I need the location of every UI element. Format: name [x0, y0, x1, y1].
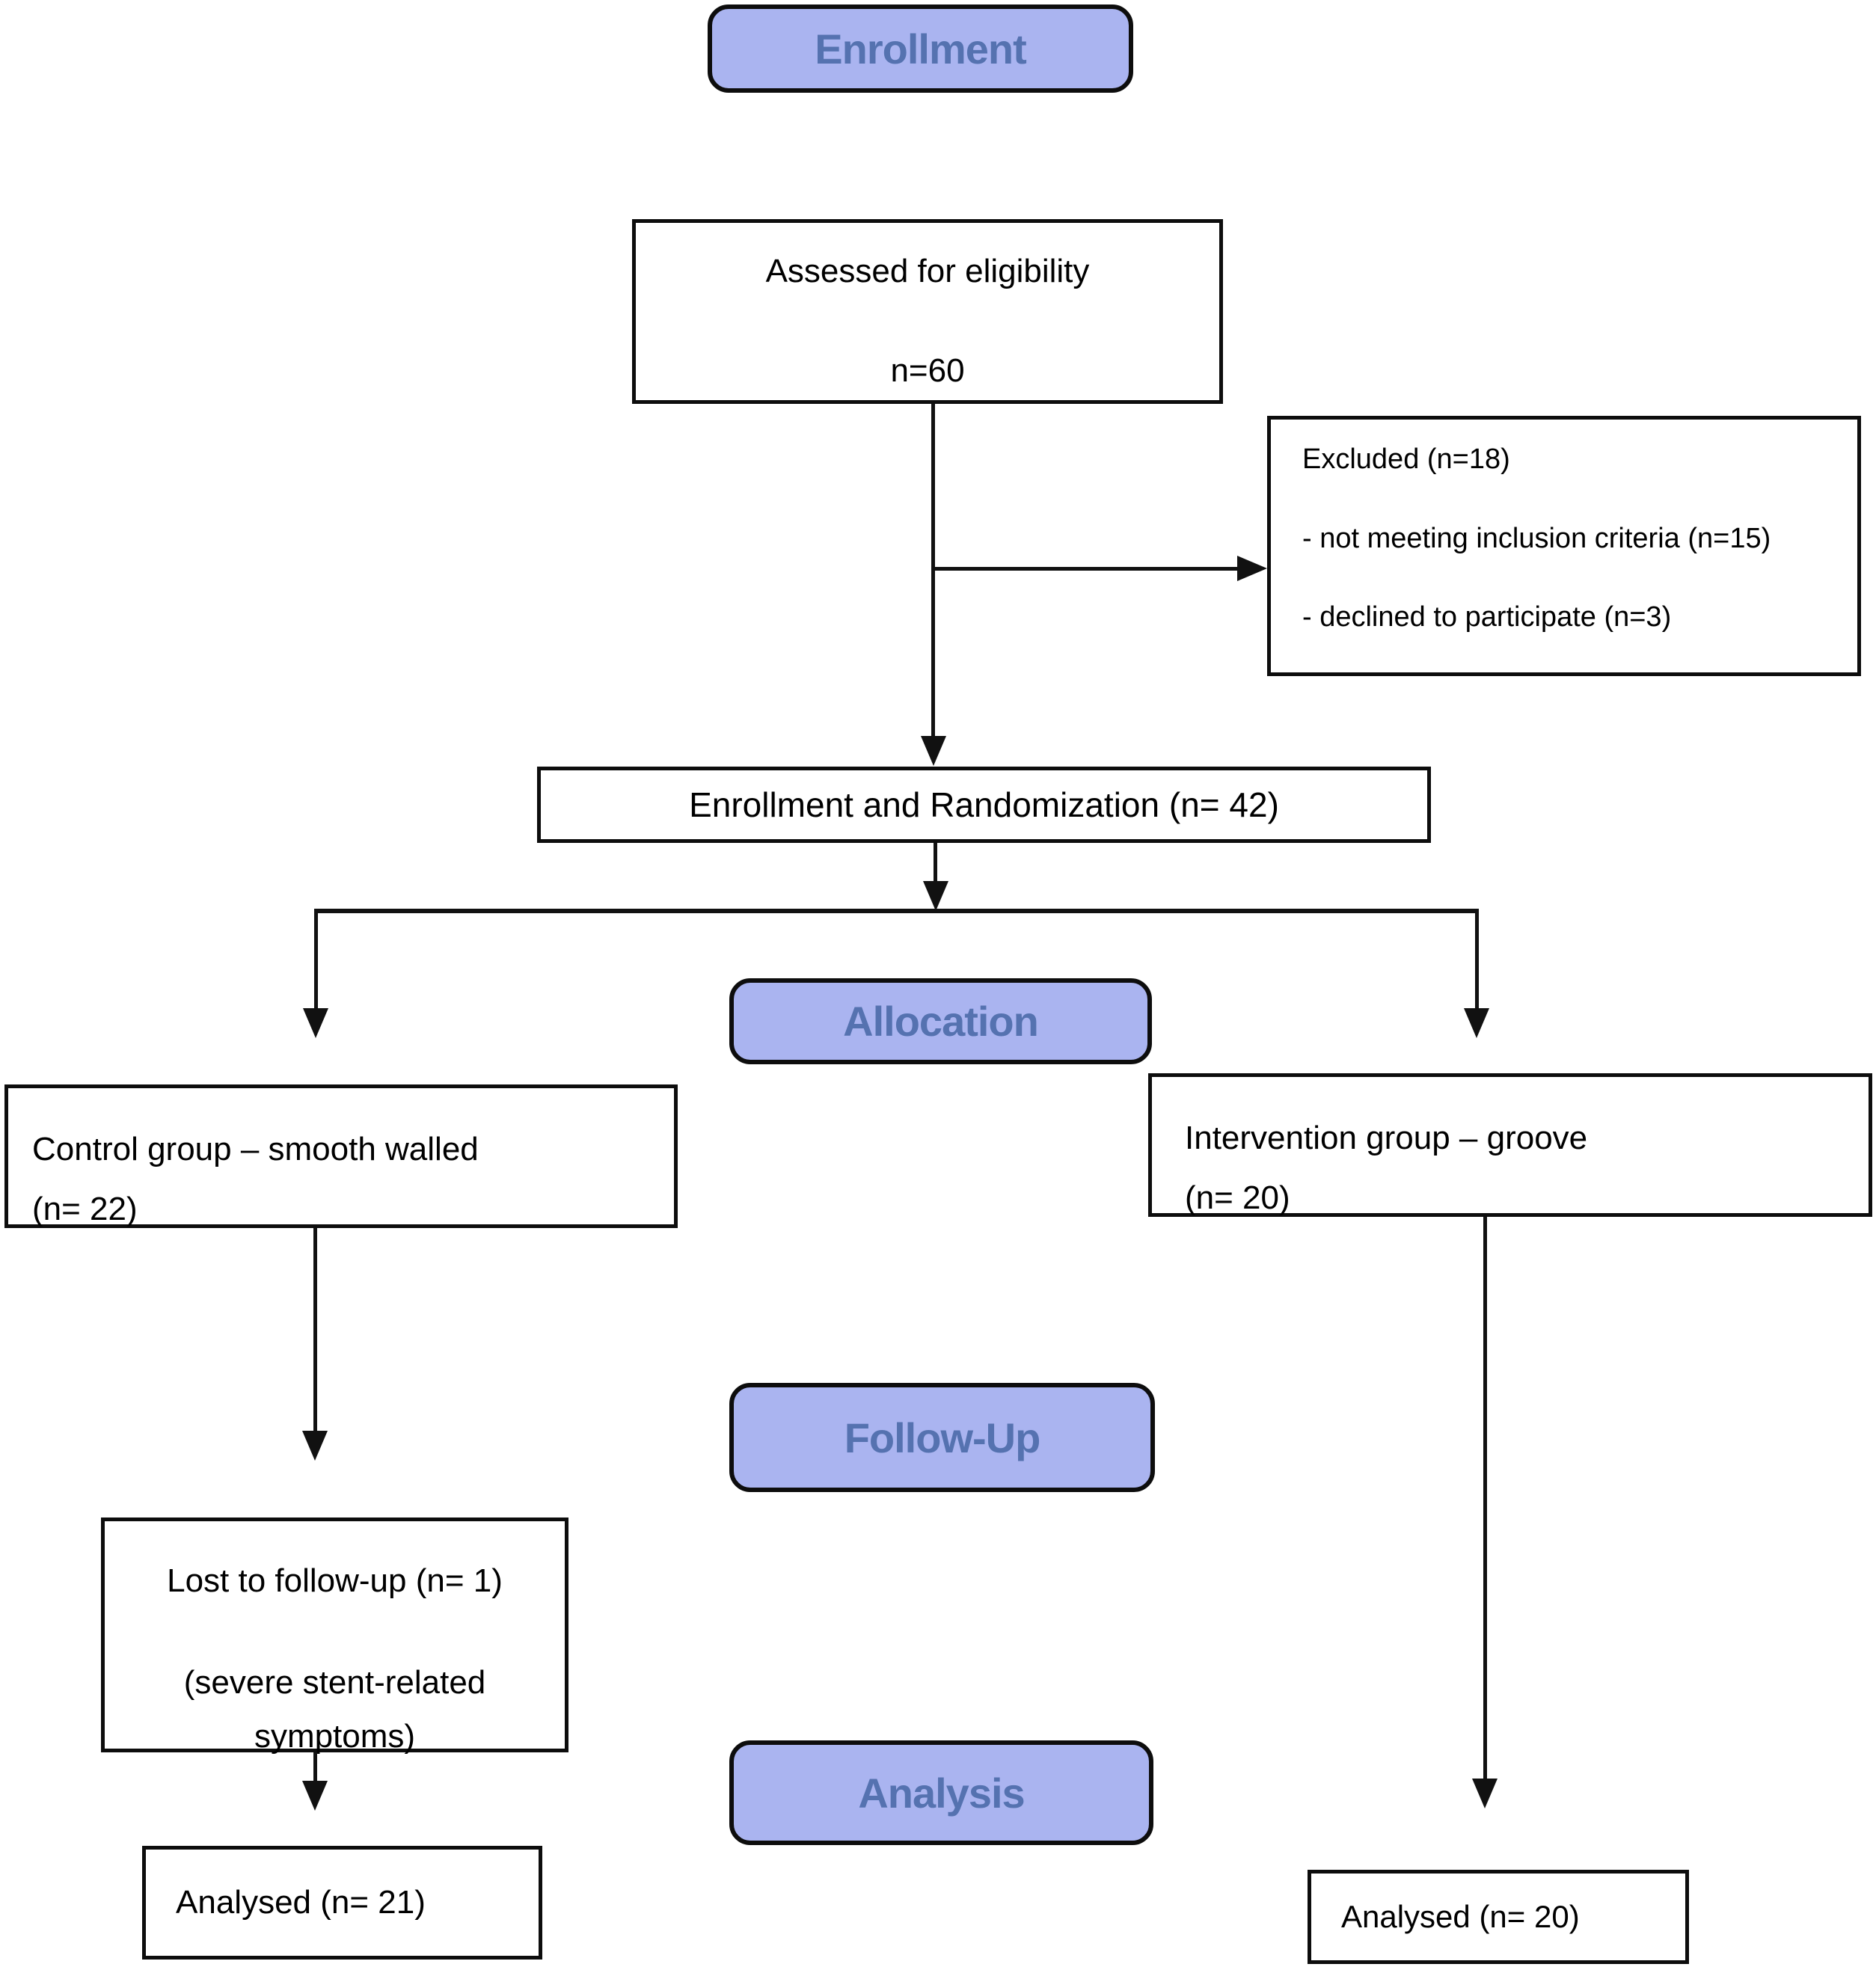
arrow-assessed-to-excluded-head [1237, 556, 1267, 581]
intervention-group-text: Intervention group – groove [1185, 1120, 1588, 1156]
arrow-lost-to-analysed-head [302, 1781, 328, 1811]
excluded-reason-inclusion: - not meeting inclusion criteria (n=15) [1302, 522, 1771, 554]
assessed-text: Assessed for eligibility [765, 253, 1090, 289]
arrow-lost-to-analysed-line [313, 1752, 317, 1781]
lost-to-followup-reason-line1: (severe stent-related [183, 1664, 486, 1701]
analysis-phase-label: Analysis [858, 1769, 1025, 1817]
control-group-count: (n= 22) [32, 1191, 138, 1227]
assessed-for-eligibility-box: Assessed for eligibility n=60 [632, 219, 1223, 404]
arrow-assessed-to-randomization-head [921, 736, 946, 766]
assessed-count: n=60 [890, 352, 965, 389]
intervention-group-count: (n= 20) [1185, 1179, 1290, 1216]
arrow-intervention-to-analysed-line [1483, 1217, 1487, 1779]
enrollment-phase-label: Enrollment [815, 25, 1026, 73]
follow-up-phase-label: Follow-Up [844, 1414, 1041, 1461]
arrow-branch-to-control-line [314, 909, 318, 1008]
allocation-phase-label: Allocation [843, 998, 1039, 1045]
randomization-box: Enrollment and Randomization (n= 42) [537, 767, 1431, 843]
excluded-box: Excluded (n=18) - not meeting inclusion … [1267, 416, 1861, 676]
arrow-branch-to-intervention-line [1475, 909, 1479, 1008]
lost-to-followup-box: Lost to follow-up (n= 1) (severe stent-r… [101, 1518, 568, 1755]
arrow-control-to-lost-head [302, 1431, 328, 1461]
enrollment-phase-banner: Enrollment [708, 4, 1133, 93]
arrow-assessed-to-excluded-line [931, 567, 1239, 571]
arrow-branch-to-intervention-head [1464, 1008, 1489, 1038]
analysed-control-text: Analysed (n= 21) [176, 1883, 426, 1921]
follow-up-phase-banner: Follow-Up [729, 1383, 1155, 1492]
control-group-text: Control group – smooth walled [32, 1131, 479, 1167]
branch-horizontal-line [314, 909, 1479, 913]
analysed-intervention-box: Analysed (n= 20) [1308, 1870, 1689, 1964]
analysed-control-box: Analysed (n= 21) [142, 1846, 542, 1960]
arrow-randomization-to-branch-head [923, 881, 948, 911]
arrow-control-to-lost-line [313, 1228, 317, 1431]
analysis-phase-banner: Analysis [729, 1740, 1153, 1845]
arrow-intervention-to-analysed-head [1472, 1779, 1498, 1808]
excluded-reason-declined: - declined to participate (n=3) [1302, 601, 1672, 633]
excluded-title: Excluded (n=18) [1302, 444, 1510, 475]
intervention-group-box: Intervention group – groove (n= 20) [1148, 1073, 1872, 1217]
arrow-randomization-to-branch-line [934, 843, 937, 881]
allocation-phase-banner: Allocation [729, 978, 1152, 1064]
analysed-intervention-text: Analysed (n= 20) [1341, 1898, 1580, 1934]
control-group-box: Control group – smooth walled (n= 22) [4, 1084, 678, 1228]
lost-to-followup-text: Lost to follow-up (n= 1) [167, 1562, 503, 1599]
arrow-branch-to-control-head [303, 1008, 328, 1038]
lost-to-followup-reason-line2: symptoms) [254, 1718, 416, 1755]
randomization-text: Enrollment and Randomization (n= 42) [689, 785, 1279, 824]
